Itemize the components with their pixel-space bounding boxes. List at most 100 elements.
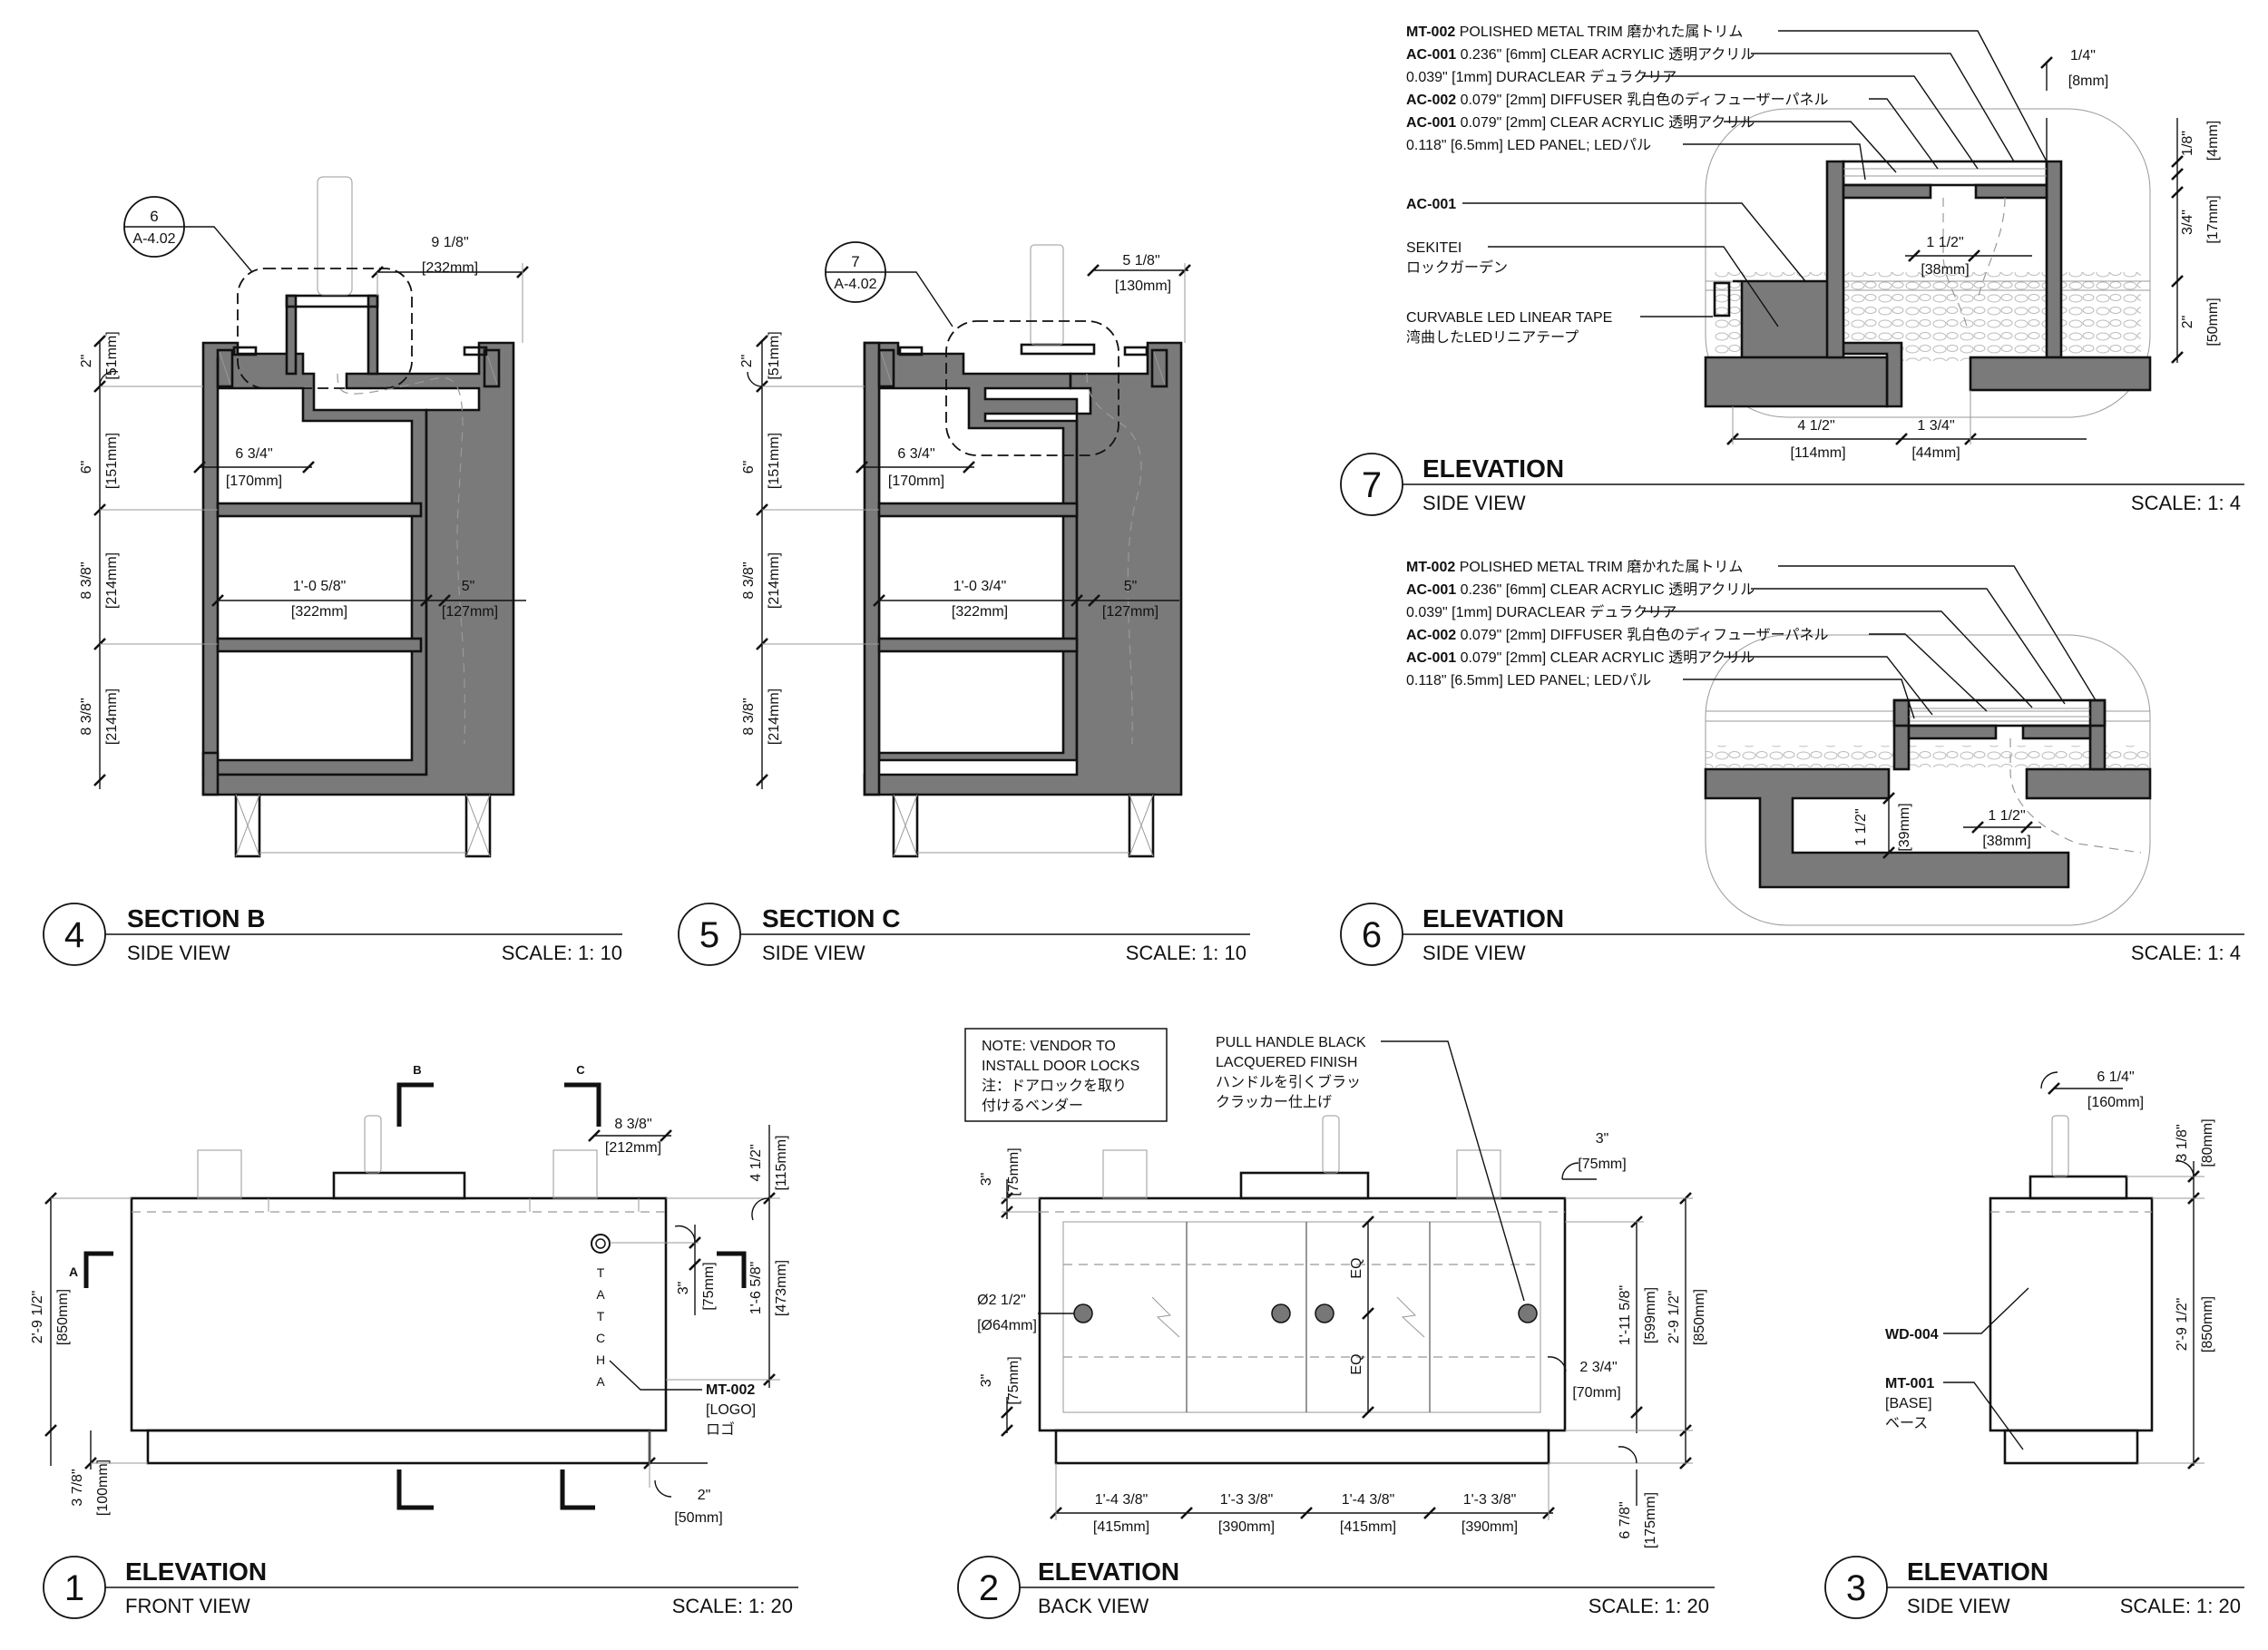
view-section-c: 7 A-4.02 5 1/8" [130mm] 2" [51mm] 6": [678, 241, 1250, 966]
view-scale: SCALE: 1: 20: [672, 1595, 793, 1617]
view-scale: SCALE: 1: 4: [2131, 492, 2241, 514]
dim-label-mm: [214mm]: [767, 552, 782, 609]
view-title-block-7: 7 ELEVATION SIDE VIEW SCALE: 1: 4: [1340, 453, 2244, 516]
dim-label: 3": [1596, 1131, 1609, 1147]
svg-text:MT-002 POLISHED METAL TRIM 磨かれ: MT-002 POLISHED METAL TRIM 磨かれた属トリム: [1406, 559, 1743, 575]
view-scale: SCALE: 1: 4: [2131, 942, 2241, 964]
dim-label-mm: [850mm]: [1692, 1289, 1707, 1345]
view-scale: SCALE: 1: 10: [502, 942, 622, 964]
note-text: 注：ドアロックを取り: [982, 1078, 1127, 1094]
dim-label-mm: [8mm]: [2068, 73, 2108, 89]
note-text: ハンドルを引くブラッ: [1216, 1073, 1361, 1090]
dim-label-mm: [473mm]: [774, 1260, 789, 1316]
note-text: クラッカー仕上げ: [1216, 1094, 1332, 1110]
note-text: SEKITEI: [1406, 240, 1461, 256]
dim-label-mm: [100mm]: [95, 1460, 111, 1516]
note-text: 0.039" [1mm] DURACLEAR デュラクリア: [1406, 68, 1677, 85]
dim-label-mm: [44mm]: [1911, 445, 1960, 461]
dim-label: 1'-0 3/4": [953, 579, 1007, 594]
dim-label-mm: [Ø64mm]: [977, 1318, 1037, 1333]
dim-label-mm: [214mm]: [104, 688, 120, 745]
view-title: SECTION C: [762, 904, 900, 932]
view-subtitle: SIDE VIEW: [1422, 492, 1526, 514]
view-subtitle: BACK VIEW: [1038, 1595, 1149, 1617]
dim-s5-horizontal: 6 3/4" [170mm] 1'-0 3/4" [322mm] 5" [127…: [855, 446, 1179, 620]
view-number: 1: [64, 1568, 84, 1608]
callout-bubble-6[interactable]: 6 A-4.02: [123, 196, 253, 273]
dim-label-mm: [390mm]: [1218, 1519, 1275, 1535]
note-text: 0.079" [2mm] DIFFUSER 乳白色のディフューザーパネル: [1456, 91, 1828, 108]
dim-label-mm: [322mm]: [291, 604, 347, 620]
dim-label-mm: [50mm]: [2205, 298, 2221, 346]
view-scale: SCALE: 1: 10: [1126, 942, 1246, 964]
svg-text:AC-002 0.079" [2mm] DIFFUSER 乳: AC-002 0.079" [2mm] DIFFUSER 乳白色のディフューザー…: [1406, 626, 1829, 643]
dim-label-mm: [175mm]: [1643, 1492, 1658, 1548]
dim-label-mm: [214mm]: [104, 552, 120, 609]
callout-bubble-7[interactable]: 7 A-4.02: [825, 241, 953, 327]
note-code: MT-001: [1885, 1376, 1934, 1391]
dim-label-mm: [75mm]: [1006, 1356, 1022, 1404]
dim-label: 1 1/2": [1988, 808, 2025, 824]
note-text: [BASE]: [1885, 1396, 1932, 1411]
view-title-block-1: 1 ELEVATION FRONT VIEW SCALE: 1: 20: [43, 1556, 798, 1619]
section-b-cabinet: [201, 176, 515, 858]
note-text: 0.236" [6mm] CLEAR ACRYLIC 透明アクリル: [1456, 581, 1755, 598]
view-subtitle: SIDE VIEW: [127, 942, 230, 964]
dim-label-mm: [38mm]: [1982, 834, 2030, 849]
note-text: 付けるベンダー: [982, 1098, 1083, 1114]
note-code: AC-001: [1406, 115, 1456, 131]
section-mark-label: A: [69, 1264, 78, 1279]
dim-label-mm: [415mm]: [1340, 1519, 1396, 1535]
dim-s4-top: 9 1/8" [232mm]: [371, 235, 529, 343]
note-pull-handle: PULL HANDLE BLACK LACQUERED FINISH ハンドルを…: [1216, 1035, 1525, 1302]
view-title: ELEVATION: [1422, 454, 1564, 483]
view-title: ELEVATION: [125, 1557, 267, 1586]
dim-label-mm: [130mm]: [1115, 278, 1171, 294]
dims-detail-6: 1 1/2" [39mm] 1 1/2" [38mm]: [1853, 792, 2041, 859]
pull-handle: [1271, 1303, 1291, 1323]
dim-label: 1 3/4": [1917, 418, 1954, 434]
note-code: AC-001: [1406, 650, 1456, 666]
note-logo: MT-002 [LOGO] ロゴ: [609, 1360, 756, 1438]
dim-label: 2": [698, 1488, 711, 1503]
dims-back: 3" [75mm] 3" [75mm] Ø2 1/2" [Ø64mm] 3" […: [977, 1131, 1707, 1548]
dim-label: 3 1/8": [2175, 1124, 2190, 1161]
dim-label-mm: [75mm]: [701, 1262, 717, 1310]
view-number: 4: [64, 915, 84, 955]
dim-label: 6 3/4": [235, 446, 272, 462]
note-code: AC-001: [1406, 582, 1456, 598]
dim-label-mm: [390mm]: [1461, 1519, 1518, 1535]
note-text: LACQUERED FINISH: [1216, 1055, 1357, 1070]
dim-label: 1 1/2": [1853, 808, 1869, 845]
svg-text:AC-001 0.079" [2mm] CLEAR ACRY: AC-001 0.079" [2mm] CLEAR ACRYLIC 透明アクリル: [1406, 649, 1755, 666]
note-text: POLISHED METAL TRIM 磨かれた属トリム: [1455, 559, 1743, 575]
callout-6-sheet: A-4.02: [132, 231, 175, 247]
section-mark-b: B: [396, 1063, 434, 1510]
dim-label: 9 1/8": [431, 235, 468, 250]
pull-handle: [1315, 1303, 1334, 1323]
note-text: NOTE: VENDOR TO: [982, 1039, 1116, 1054]
dim-label: 8 3/8": [614, 1117, 651, 1132]
dim-label-mm: [70mm]: [1572, 1385, 1620, 1401]
dim-label: 2": [739, 355, 755, 368]
dim-label: 1/4": [2070, 48, 2096, 63]
dim-label: 1'-11 5/8": [1618, 1285, 1633, 1345]
callout-7-number: 7: [851, 253, 859, 270]
view-title-block-4: 4 SECTION B SIDE VIEW SCALE: 1: 10: [43, 903, 622, 966]
dim-label-mm: [170mm]: [888, 474, 944, 489]
view-subtitle: SIDE VIEW: [1907, 1595, 2010, 1617]
view-title-block-6: 6 ELEVATION SIDE VIEW SCALE: 1: 4: [1340, 903, 2244, 966]
dim-label: 1'-4 3/8": [1342, 1492, 1395, 1508]
note-code: MT-002: [1406, 24, 1455, 40]
dim-label: 8 3/8": [79, 561, 94, 599]
dims-detail-7: 1/4" [8mm] 1/8" [4mm] 3/4" [17mm] 2" [50…: [1726, 48, 2221, 461]
dim-label: EQ: [1349, 1353, 1364, 1374]
dim-label-mm: [232mm]: [422, 260, 478, 276]
dim-label: 1'-4 3/8": [1095, 1492, 1149, 1508]
view-title: ELEVATION: [1907, 1557, 2048, 1586]
view-subtitle: SIDE VIEW: [762, 942, 865, 964]
note-text: 0.039" [1mm] DURACLEAR デュラクリア: [1406, 603, 1677, 620]
note-text: 0.079" [2mm] CLEAR ACRYLIC 透明アクリル: [1456, 114, 1755, 131]
note-text: INSTALL DOOR LOCKS: [982, 1059, 1139, 1074]
note-text: PULL HANDLE BLACK: [1216, 1035, 1366, 1050]
